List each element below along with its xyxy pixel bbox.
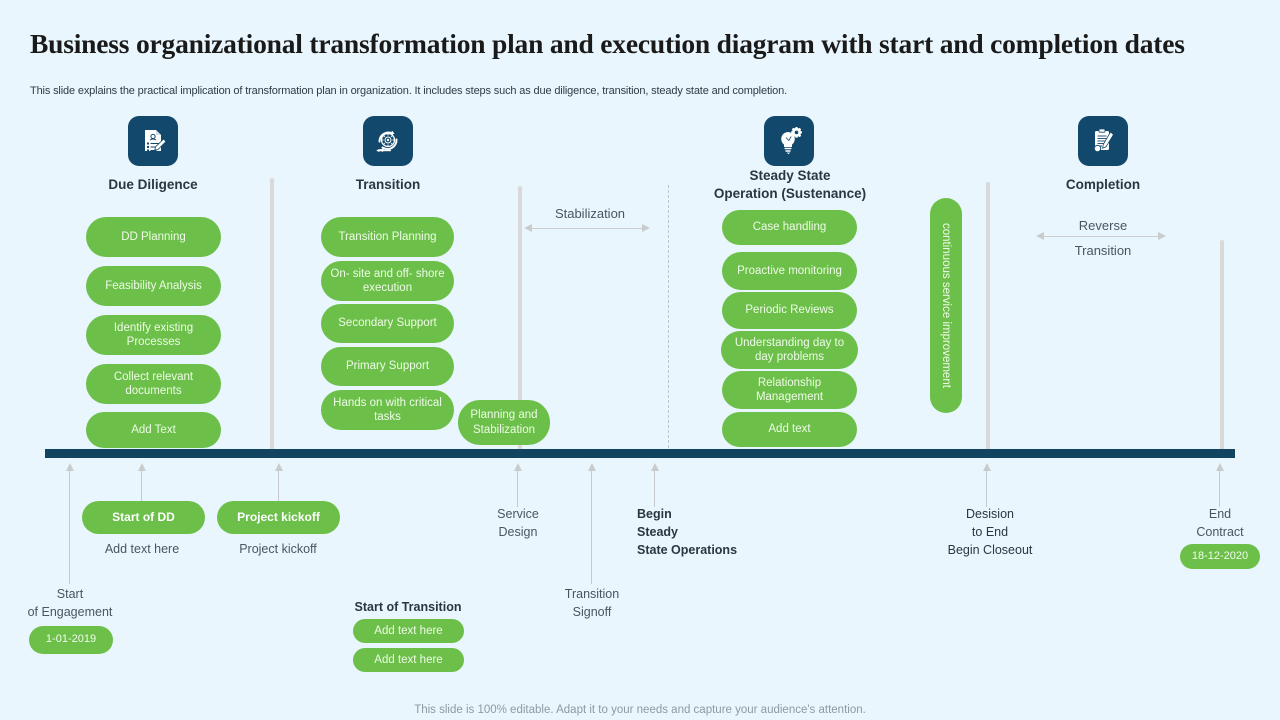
label-line3: Begin Closeout	[947, 543, 1033, 558]
transition-title: Transition	[355, 177, 421, 192]
divider-3	[986, 182, 990, 453]
tick-stem	[141, 469, 143, 507]
lightbulb-gear-icon	[781, 127, 802, 155]
label-start-of-dd-sub: Add text here	[104, 542, 180, 556]
tick-arrow-icon	[275, 463, 283, 471]
tick-stem	[278, 469, 280, 507]
arrow-line	[531, 228, 643, 230]
continuous-improvement-label: continuous service improvement	[940, 223, 952, 388]
tick-stem	[986, 469, 988, 507]
arrow-head-right	[1158, 232, 1166, 240]
label-line1: Service	[497, 507, 539, 521]
pill-onsite-offshore[interactable]: On- site and off- shore execution	[321, 261, 454, 301]
due-diligence-icon	[128, 116, 178, 166]
pill-dd-planning[interactable]: DD Planning	[86, 217, 221, 257]
label-line2: Design	[498, 525, 538, 540]
cycle-gear-icon	[376, 130, 398, 153]
reverse-transition-label-top: Reverse	[1078, 218, 1128, 233]
badge-end-date[interactable]: 18-12-2020	[1180, 544, 1260, 569]
label-line2: Steady	[637, 525, 678, 540]
pill-planning-stabilization[interactable]: Planning and Stabilization	[458, 400, 550, 445]
tick-stem	[654, 469, 656, 507]
label-service-design: Service Design	[448, 505, 588, 541]
pill-add-text-dd[interactable]: Add Text	[86, 412, 221, 448]
label-line1: Begin	[637, 507, 672, 521]
label-line2: Contract	[1196, 525, 1244, 540]
steady-state-title-line2: Operation (Sustenance)	[713, 186, 867, 202]
label-line2: to End	[971, 525, 1009, 540]
label-line2: Signoff	[572, 605, 612, 620]
pill-understanding-problems[interactable]: Understanding day to day problems	[721, 331, 858, 369]
pill-transition-planning[interactable]: Transition Planning	[321, 217, 454, 257]
arrow-head-left	[1036, 232, 1044, 240]
reverse-transition-arrow	[1036, 231, 1166, 242]
page-subtitle: This slide explains the practical implic…	[30, 85, 787, 97]
pill-proactive-monitoring[interactable]: Proactive monitoring	[722, 252, 857, 290]
clipboard-pen-icon	[1093, 128, 1115, 153]
pill-feasibility[interactable]: Feasibility Analysis	[86, 266, 221, 306]
steady-state-icon	[764, 116, 814, 166]
tick-stem	[517, 469, 519, 507]
label-project-kickoff-sub: Project kickoff	[239, 542, 317, 556]
pill-project-kickoff[interactable]: Project kickoff	[217, 501, 340, 534]
tick-stem	[69, 469, 71, 584]
label-decision-to-end: Desision to End Begin Closeout	[890, 505, 1090, 559]
tick-arrow-icon	[651, 463, 659, 471]
pill-primary-support[interactable]: Primary Support	[321, 347, 454, 386]
tick-arrow-icon	[514, 463, 522, 471]
divider-1	[270, 178, 274, 453]
reverse-transition-label-bottom: Transition	[1074, 243, 1132, 258]
label-line1: Desision	[966, 507, 1014, 521]
pill-periodic-reviews[interactable]: Periodic Reviews	[722, 292, 857, 329]
pill-hands-on[interactable]: Hands on with critical tasks	[321, 390, 454, 430]
tick-arrow-icon	[66, 463, 74, 471]
pill-relationship-management[interactable]: Relationship Management	[722, 371, 857, 409]
tick-arrow-icon	[138, 463, 146, 471]
tick-stem	[591, 469, 593, 584]
pill-add-text-steady[interactable]: Add text	[722, 412, 857, 447]
label-start-of-transition: Start of Transition	[354, 600, 462, 614]
label-line1: Start	[56, 587, 84, 601]
tick-arrow-icon	[983, 463, 991, 471]
label-line1: Transition	[564, 587, 620, 601]
steady-state-title: Steady State Operation (Sustenance)	[690, 167, 890, 203]
stabilization-label: Stabilization	[554, 206, 626, 221]
tick-arrow-icon	[588, 463, 596, 471]
divider-4	[1220, 240, 1224, 453]
timeline-bar	[45, 449, 1235, 458]
document-checklist-icon	[145, 130, 167, 152]
pill-transition-add-text-2[interactable]: Add text here	[353, 648, 464, 672]
label-line1: End	[1208, 507, 1232, 521]
pill-transition-add-text-1[interactable]: Add text here	[353, 619, 464, 643]
divider-2	[518, 186, 522, 453]
label-line2: of Engagement	[27, 605, 113, 620]
transition-icon	[363, 116, 413, 166]
steady-state-title-line1: Steady State	[749, 168, 831, 183]
label-end-contract: End Contract	[1150, 505, 1280, 541]
footer-note: This slide is 100% editable. Adapt it to…	[414, 704, 866, 716]
completion-icon	[1078, 116, 1128, 166]
divider-dashed	[668, 185, 669, 453]
tick-stem	[1219, 469, 1221, 507]
pill-secondary-support[interactable]: Secondary Support	[321, 304, 454, 343]
label-begin-steady-state: Begin Steady State Operations	[637, 505, 837, 559]
arrow-head-left	[524, 224, 532, 232]
arrow-head-right	[642, 224, 650, 232]
label-start-of-engagement: Start of Engagement	[0, 585, 140, 621]
due-diligence-title: Due Diligence	[108, 177, 198, 192]
tick-arrow-icon	[1216, 463, 1224, 471]
badge-start-date[interactable]: 1-01-2019	[29, 626, 113, 654]
pill-continuous-service-improvement[interactable]: continuous service improvement	[930, 198, 962, 413]
pill-identify-processes[interactable]: Identify existing Processes	[86, 315, 221, 355]
arrow-line	[1043, 236, 1159, 238]
label-transition-signoff: Transition Signoff	[522, 585, 662, 621]
page-title: Business organizational transformation p…	[30, 28, 1185, 59]
pill-collect-documents[interactable]: Collect relevant documents	[86, 364, 221, 404]
stabilization-arrow	[524, 223, 650, 234]
pill-case-handling[interactable]: Case handling	[722, 210, 857, 245]
completion-title: Completion	[1065, 177, 1141, 192]
label-line3: State Operations	[637, 543, 738, 558]
pill-start-of-dd[interactable]: Start of DD	[82, 501, 205, 534]
